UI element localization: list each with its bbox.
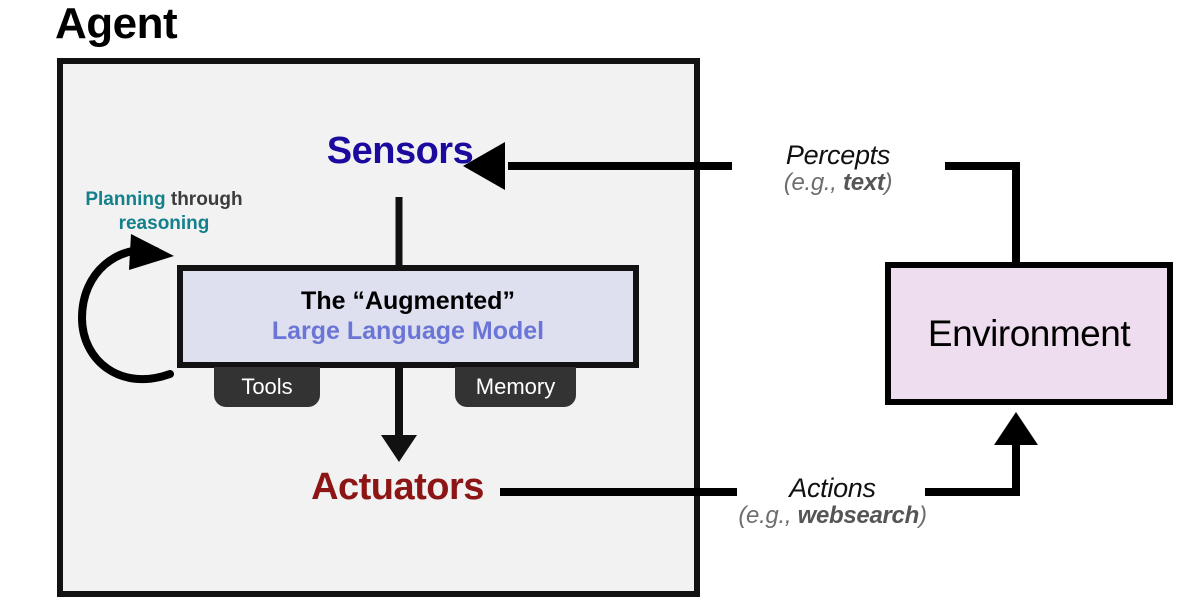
reasoning-word: reasoning [118,212,210,234]
actions-arrowhead [994,412,1038,445]
sensors-label: Sensors [326,130,474,172]
planning-word: Planning [85,189,166,210]
environment-label: Environment [927,312,1131,354]
environment-box: Environment [885,262,1173,405]
actions-main-text: Actions [789,473,876,503]
llm-title-line2: Large Language Model [271,316,545,345]
actions-edge-label: Actions (e.g., websearch) [700,473,965,530]
percepts-example-text: (e.g., text) [783,169,893,197]
through-word: through [170,189,243,210]
memory-tab[interactable]: Memory [455,367,576,407]
percepts-main-text: Percepts [785,140,891,170]
percepts-edge-label: Percepts (e.g., text) [748,140,928,197]
page-title: Agent [55,0,178,48]
actions-example-text: (e.g., websearch) [738,502,927,530]
tools-tab[interactable]: Tools [214,367,320,407]
percepts-wire [945,162,1020,263]
augmented-llm-box: The “Augmented” Large Language Model [177,265,639,368]
planning-annotation: Planning through reasoning [66,188,262,236]
llm-title-line1: The “Augmented” [301,287,515,315]
actuators-label: Actuators [311,466,484,508]
